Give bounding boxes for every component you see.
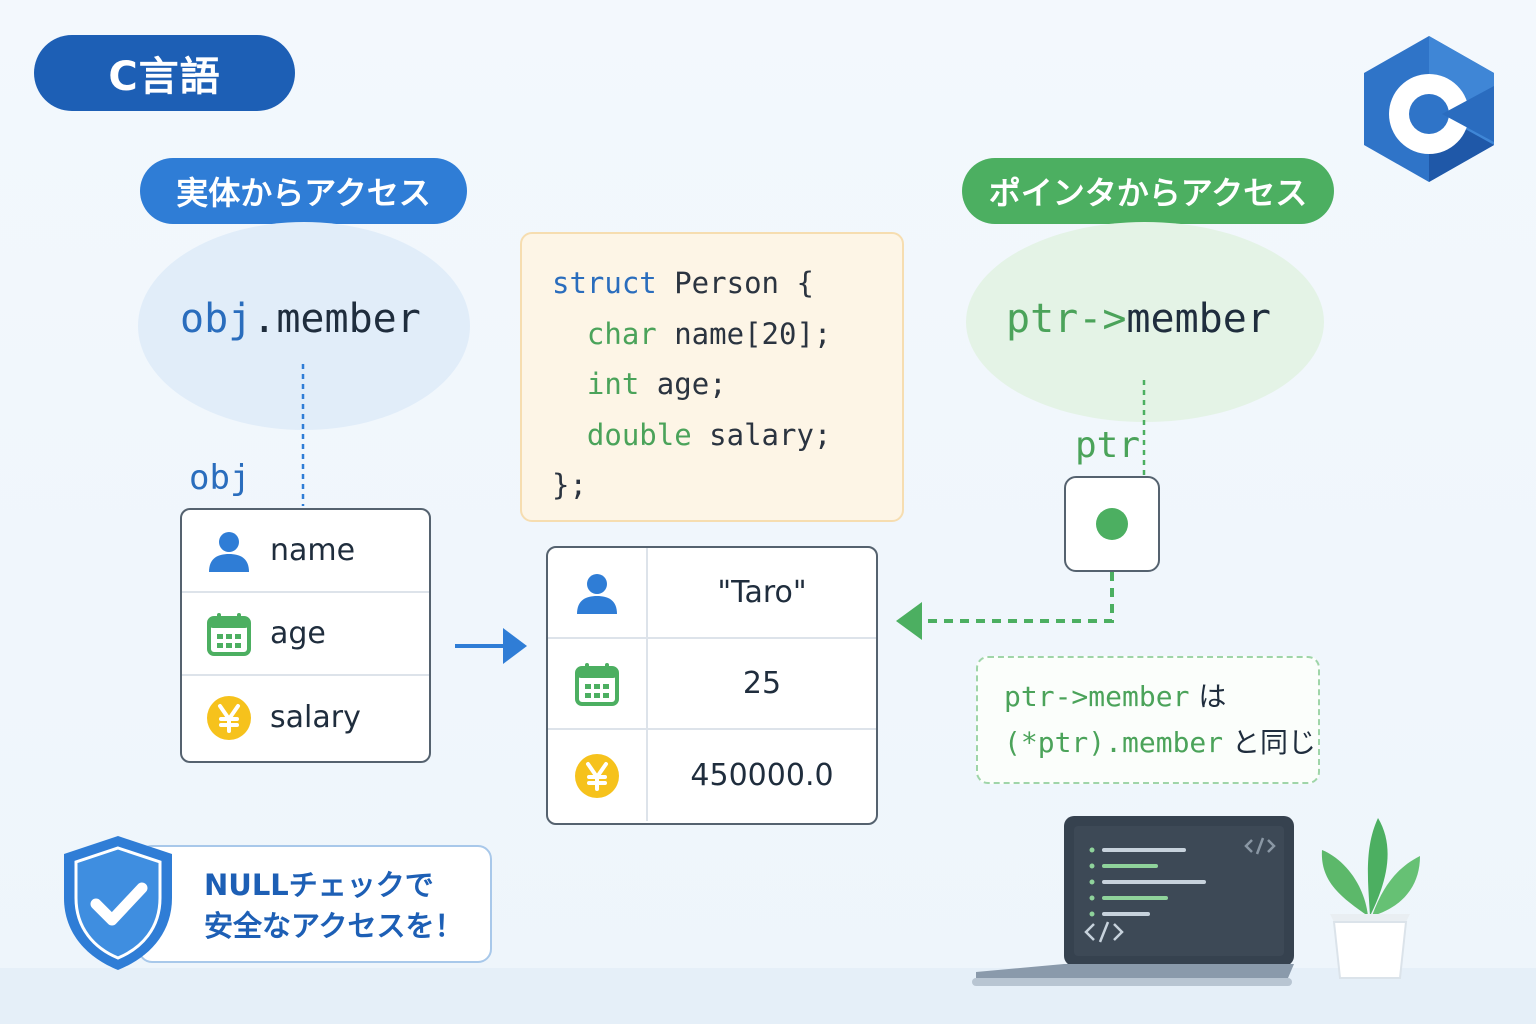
expr-member: .member (252, 296, 421, 342)
struct-definition-code: struct Person { char name[20]; int age; … (520, 232, 904, 522)
note-text: と同じ (1223, 726, 1317, 759)
field-row-salary: salary (182, 676, 429, 759)
value-cell: 450000.0 (690, 758, 834, 793)
expr-member: member (1126, 296, 1271, 342)
field-row-name: name (182, 510, 429, 593)
pointer-access-heading: ポインタからアクセス (962, 158, 1334, 224)
value-cell: "Taro" (717, 575, 807, 610)
value-row-age: 25 (548, 639, 876, 730)
shield-check-icon (64, 836, 172, 970)
null-check-line-1: NULLチェックで (204, 868, 434, 902)
null-check-callout: NULLチェックで 安全なアクセスを！ (138, 845, 492, 963)
pointer-box (1064, 476, 1160, 572)
note-line-2: (*ptr).member と同じ (1004, 720, 1318, 766)
field-label: age (270, 616, 326, 651)
code-keyword: double (586, 417, 692, 452)
calendar-icon (207, 612, 251, 656)
code-text: name[20]; (656, 316, 832, 351)
laptop-illustration (972, 816, 1294, 986)
null-check-line-2: 安全なアクセスを！ (204, 909, 464, 943)
pointer-dot-icon (1095, 507, 1128, 540)
code-text: salary; (691, 417, 832, 452)
calendar-icon (575, 662, 619, 706)
blue-arrowhead (503, 628, 527, 664)
value-icon-cell (548, 639, 648, 728)
dot-access-expression: obj.member (180, 296, 421, 342)
note-code: ptr->member (1004, 680, 1190, 713)
value-row-name: "Taro" (548, 548, 876, 639)
note-line-1: ptr->member は (1004, 674, 1318, 720)
pointer-arrow (922, 572, 1114, 623)
person-icon (209, 531, 249, 572)
code-keyword: int (586, 367, 640, 401)
code-keyword: char (586, 316, 657, 351)
expr-ptr: ptr-> (1006, 296, 1127, 342)
entity-access-heading: 実体からアクセス (140, 158, 467, 224)
field-row-age: age (182, 593, 429, 676)
value-row-salary: 450000.0 (548, 730, 876, 821)
note-code: (*ptr).member (1004, 726, 1224, 759)
struct-fields-table: name age salary (180, 508, 431, 763)
code-text: Person { (656, 266, 814, 300)
value-icon-cell (548, 548, 648, 637)
equivalence-note: ptr->member は (*ptr).member と同じ (976, 656, 1320, 784)
field-label: name (270, 533, 356, 568)
note-text: は (1189, 680, 1227, 713)
field-label: salary (270, 700, 361, 735)
arrow-access-expression: ptr->member (1006, 296, 1271, 342)
expr-obj: obj (180, 296, 253, 342)
obj-variable-label: obj (189, 458, 251, 498)
ptr-variable-label: ptr (1075, 425, 1141, 466)
yen-icon (575, 753, 619, 798)
green-arrowhead (896, 602, 922, 640)
plant-illustration (1321, 818, 1420, 979)
person-icon (577, 573, 617, 614)
yen-icon (207, 695, 251, 740)
code-keyword: struct (552, 266, 657, 300)
floor-band (0, 968, 1536, 1024)
struct-values-table: "Taro" 25 450000.0 (546, 546, 878, 825)
code-text: }; (552, 468, 587, 502)
value-cell: 25 (742, 666, 782, 701)
page-title: C言語 (34, 35, 295, 111)
c-language-logo (1364, 36, 1494, 182)
code-text: age; (639, 367, 727, 401)
value-icon-cell (548, 730, 648, 821)
